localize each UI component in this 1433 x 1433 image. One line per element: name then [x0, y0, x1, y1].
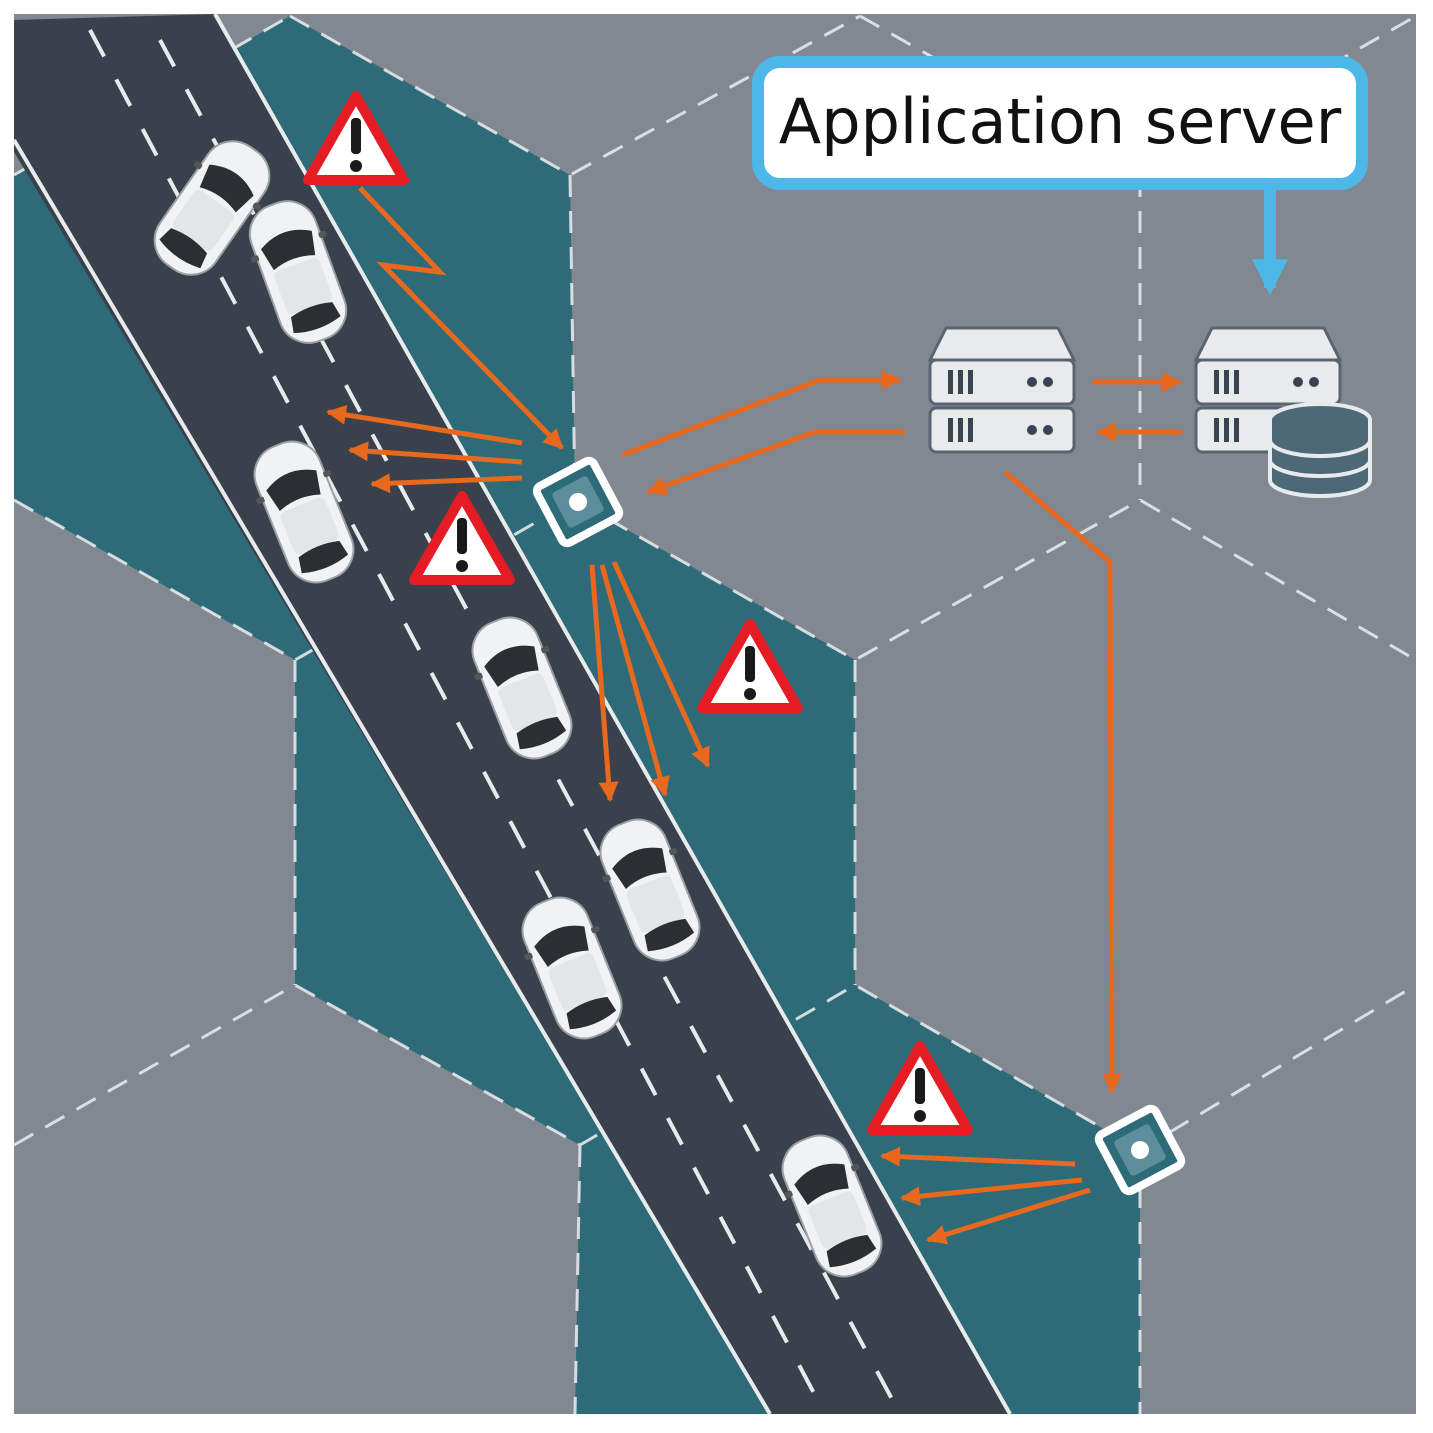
server-icon [928, 326, 1076, 454]
application-server-text: Application server [779, 85, 1342, 158]
database-icon [1268, 402, 1372, 498]
communication-links [326, 186, 1182, 1245]
application-server-label: Application server [752, 56, 1368, 296]
